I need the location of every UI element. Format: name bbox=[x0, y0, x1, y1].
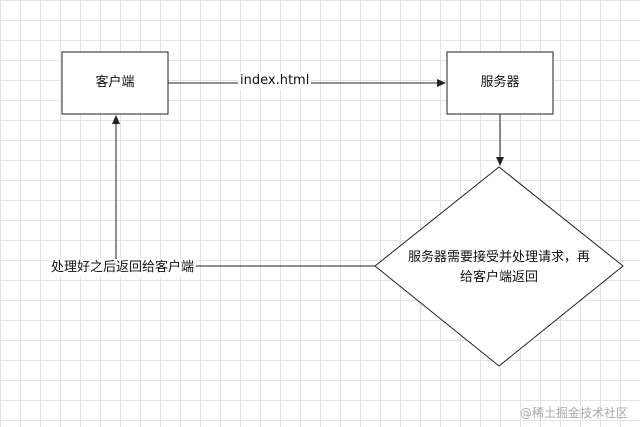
edge-request-label: index.html bbox=[238, 72, 312, 90]
watermark: @稀土掘金技术社区 bbox=[519, 406, 628, 420]
server-node bbox=[446, 51, 554, 115]
decision-label: 服务器需要接受并处理请求，再给客户端返回 bbox=[408, 250, 591, 285]
client-label: 客户端 bbox=[95, 75, 135, 90]
server-label: 服务器 bbox=[480, 75, 520, 90]
edge-return-label: 处理好之后返回给客户端 bbox=[49, 259, 197, 277]
decision-node bbox=[374, 166, 624, 367]
edge-decision-to-client bbox=[112, 115, 375, 267]
client-node bbox=[61, 51, 169, 115]
